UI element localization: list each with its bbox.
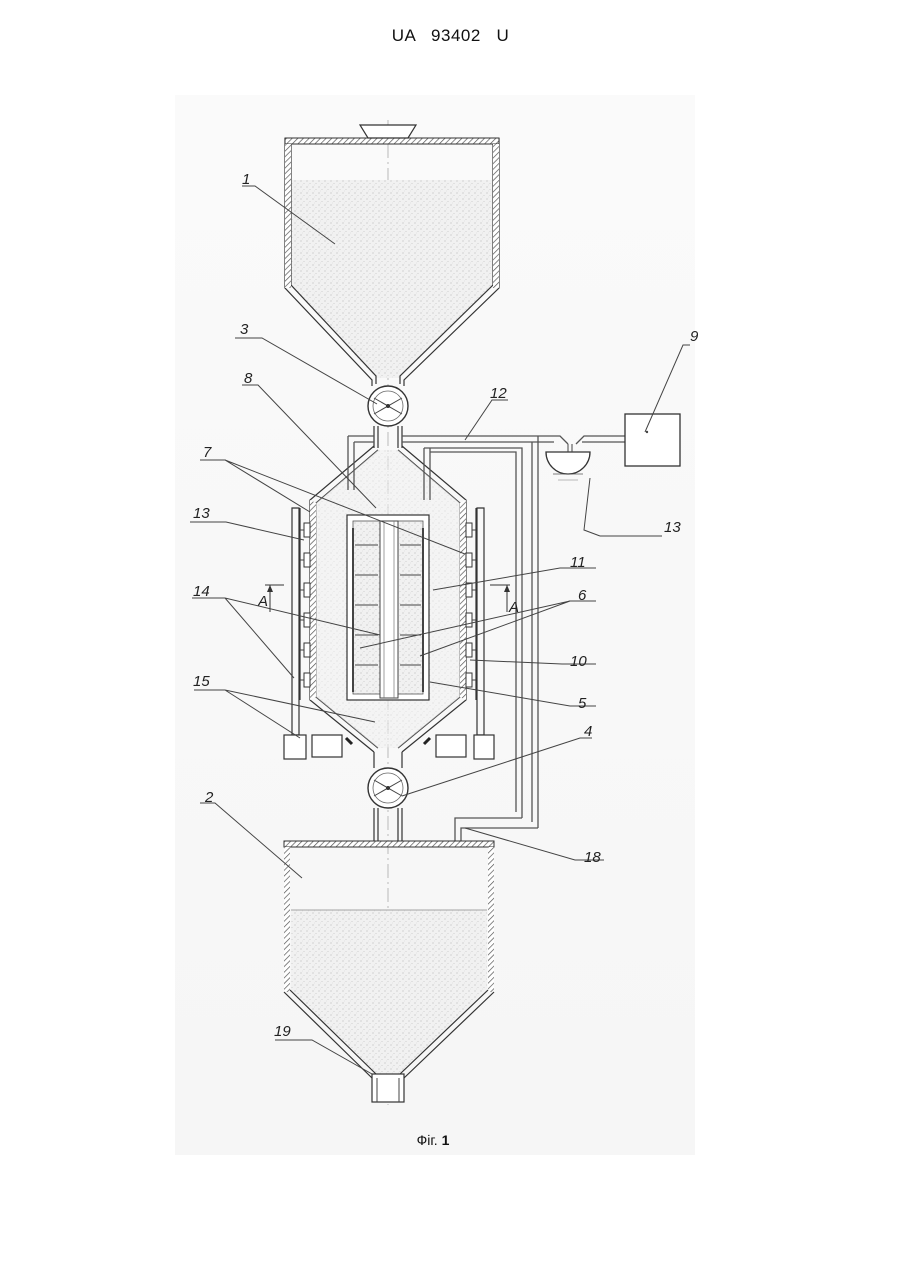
label-2: 2 — [204, 789, 214, 806]
central-rod — [380, 521, 398, 698]
gas-source-box — [625, 414, 680, 466]
figure-caption-number: 1 — [442, 1132, 450, 1148]
figure-caption-prefix: Фіг. — [417, 1132, 438, 1148]
inlet-funnel — [360, 125, 416, 138]
label-10: 10 — [570, 653, 587, 670]
label-5: 5 — [578, 695, 587, 712]
label-14: 14 — [193, 583, 210, 600]
label-8: 8 — [244, 370, 253, 387]
label-19: 19 — [274, 1023, 291, 1040]
label-1: 1 — [242, 171, 250, 188]
label-11: 11 — [570, 554, 586, 571]
label-13-left: 13 — [193, 505, 210, 522]
reactor-body — [310, 446, 466, 752]
label-18: 18 — [584, 849, 601, 866]
label-3: 3 — [240, 321, 249, 338]
label-6: 6 — [578, 587, 587, 604]
figure-caption: Фіг. 1 — [0, 1132, 866, 1148]
label-13-right: 13 — [664, 519, 681, 536]
label-4: 4 — [584, 723, 592, 740]
label-7: 7 — [203, 444, 212, 461]
label-15: 15 — [193, 673, 210, 690]
label-12: 12 — [490, 385, 507, 402]
label-9: 9 — [690, 328, 699, 345]
